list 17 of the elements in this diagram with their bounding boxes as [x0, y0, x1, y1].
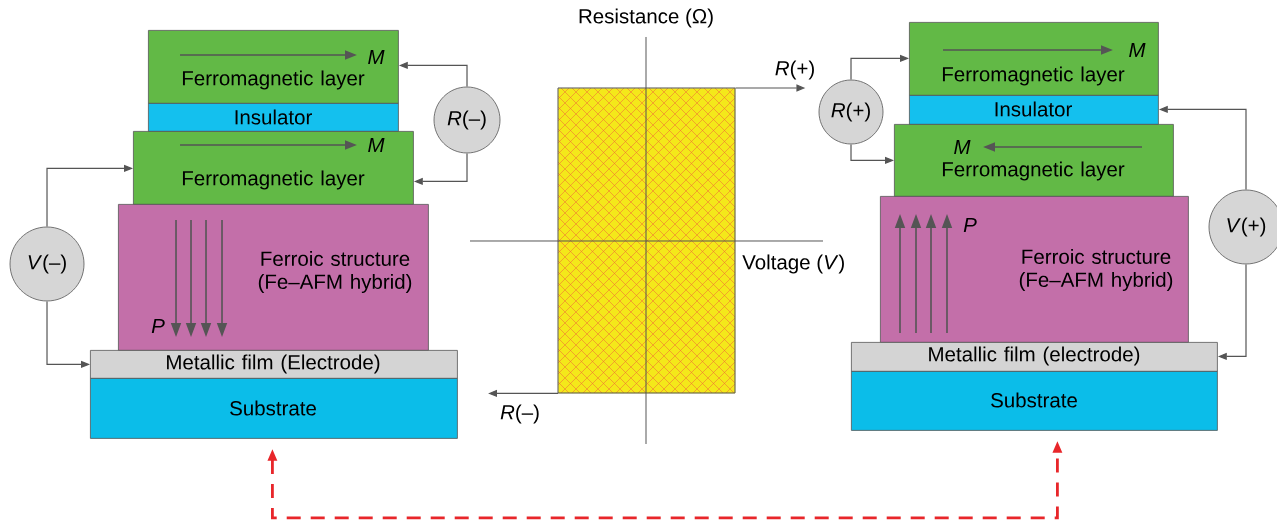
layer-box: Insulator — [148, 103, 399, 132]
vector-symbol: M — [368, 49, 385, 65]
layer-box: Substrate — [90, 378, 458, 439]
layer-box: Metallic film (Electrode) — [90, 350, 458, 379]
edge-label: R(+) — [775, 60, 814, 80]
axis-label: Voltage (V) — [742, 254, 844, 274]
axis-label: Resistance (Ω) — [579, 8, 713, 28]
vector-symbol: M — [368, 137, 385, 153]
edge-label: R(–) — [500, 404, 539, 424]
vector-symbol: M — [1129, 42, 1146, 58]
vector-symbol: P — [151, 318, 165, 334]
layer-box: Substrate — [851, 371, 1218, 431]
layer-box: Insulator — [909, 95, 1159, 125]
hysteresis-box — [557, 87, 736, 394]
layer-box: Metallic film (electrode) — [851, 342, 1218, 372]
vector-symbol: P — [963, 217, 977, 233]
vector-symbol: M — [954, 139, 971, 155]
